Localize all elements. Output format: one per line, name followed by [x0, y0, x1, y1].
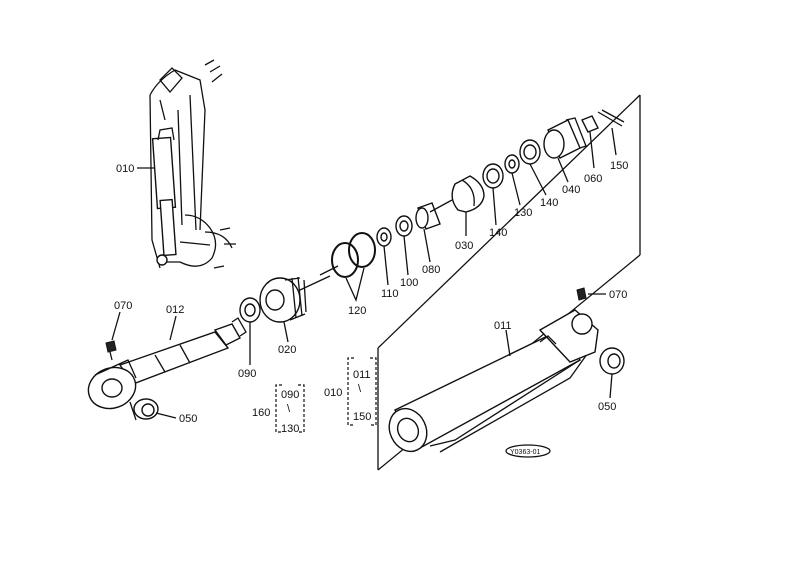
- label-010: 010: [116, 163, 134, 175]
- group-160-label: 160: [252, 407, 270, 419]
- label-080: 080: [422, 264, 440, 276]
- drawing-code: Y0363-01: [505, 444, 551, 458]
- label-110: 110: [381, 288, 399, 300]
- label-050-right: 050: [598, 401, 616, 413]
- label-020: 020: [278, 344, 296, 356]
- group-160-from: 090: [281, 389, 299, 401]
- label-050-left: 050: [179, 413, 197, 425]
- group-160: 160 090 \ 130: [252, 384, 305, 435]
- group-010-label: 010: [324, 387, 342, 399]
- group-010-sep: \: [358, 383, 362, 395]
- group-010: 010 011 \ 150: [324, 357, 377, 426]
- piston-rod-assembly: [87, 317, 247, 421]
- label-040: 040: [562, 184, 580, 196]
- label-140-a: 140: [489, 227, 507, 239]
- label-130: 130: [514, 207, 532, 219]
- label-070-left: 070: [114, 300, 132, 312]
- group-010-from: 011: [353, 369, 371, 381]
- group-160-to: 130: [281, 423, 299, 435]
- cylinder-barrel: [388, 287, 625, 453]
- label-120: 120: [348, 305, 366, 317]
- part-labels: 010 070 012 050 090 020 120 110 100 080 …: [114, 160, 628, 425]
- label-100: 100: [400, 277, 418, 289]
- label-070-right: 070: [609, 289, 627, 301]
- label-060: 060: [584, 173, 602, 185]
- machine-arm-sketch: [149, 59, 236, 269]
- label-030: 030: [455, 240, 473, 252]
- group-010-to: 150: [353, 411, 371, 423]
- drawing-code-text: Y0363-01: [510, 449, 540, 456]
- group-160-sep: \: [287, 403, 291, 415]
- label-140-b: 140: [540, 197, 558, 209]
- label-012: 012: [166, 304, 184, 316]
- label-011: 011: [494, 320, 512, 332]
- seal-kit-parts: [239, 109, 625, 323]
- label-150: 150: [610, 160, 628, 172]
- leader-lines: [111, 127, 617, 419]
- label-090: 090: [238, 368, 256, 380]
